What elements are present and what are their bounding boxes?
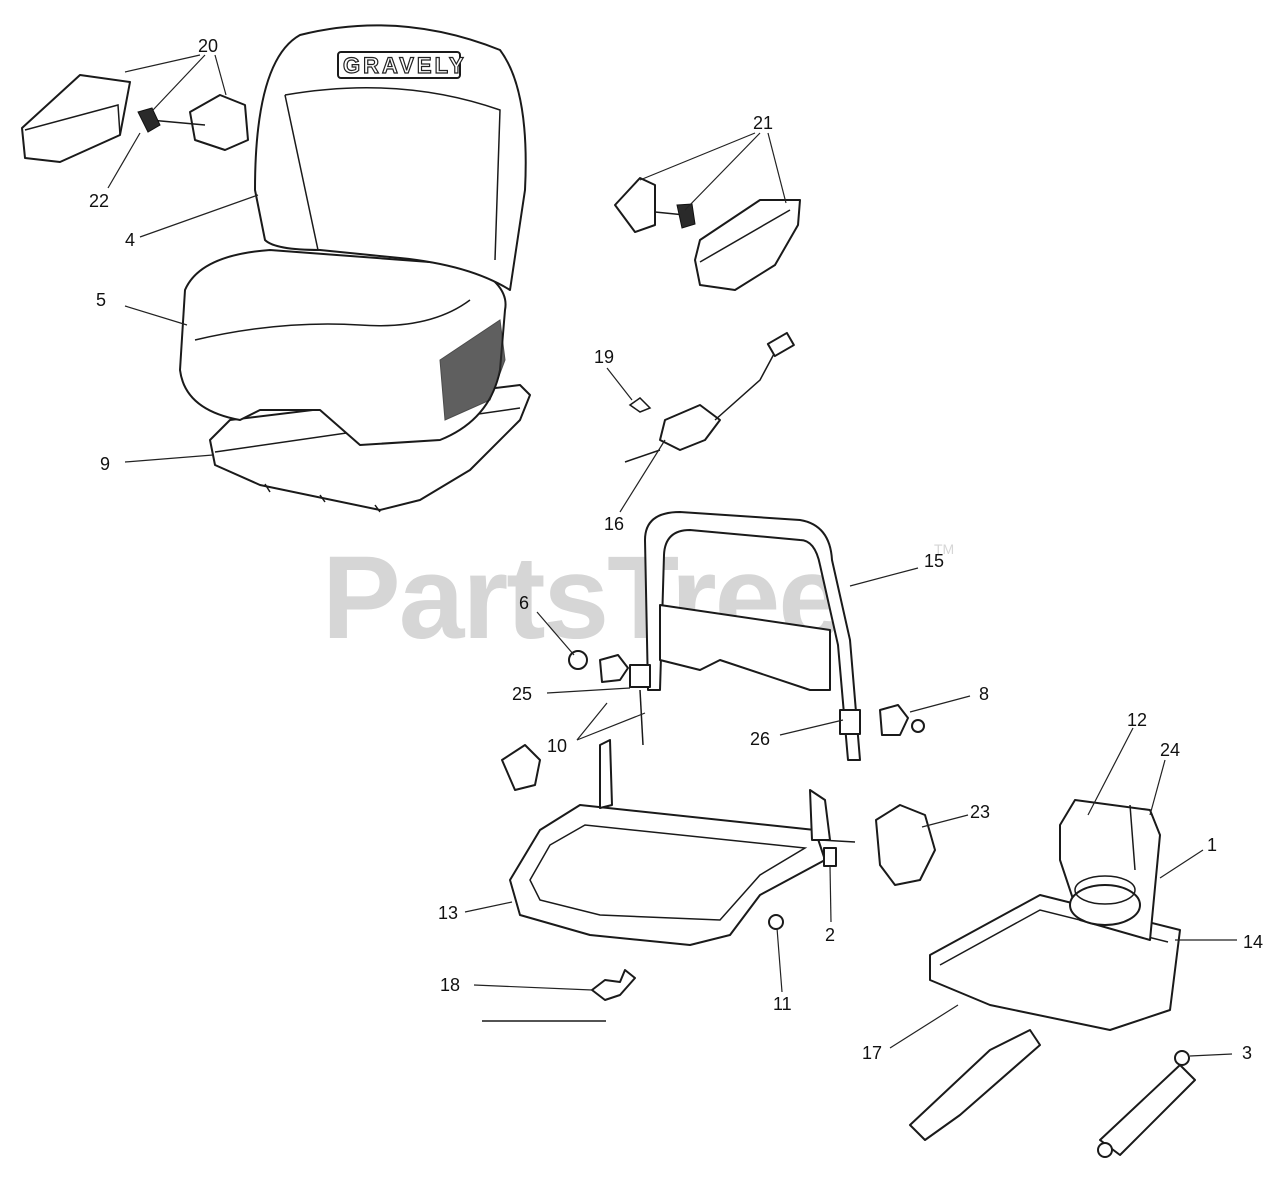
callout-23: 23 — [970, 802, 990, 822]
right-armrest — [614, 177, 801, 291]
callout-2: 2 — [825, 925, 835, 945]
watermark-trademark: TM — [934, 541, 954, 557]
callout-15: 15 — [924, 551, 944, 571]
callout-24: 24 — [1160, 740, 1180, 760]
callout-26: 26 — [750, 729, 770, 749]
callout-6: 6 — [519, 593, 529, 613]
callout-22: 22 — [89, 191, 109, 211]
rops-frame — [568, 511, 925, 761]
callout-3: 3 — [1242, 1043, 1252, 1063]
callout-9: 9 — [100, 454, 110, 474]
left-armrest-bracket — [189, 94, 249, 151]
left-armrest — [21, 74, 249, 163]
callout-11: 11 — [773, 994, 792, 1014]
wire-harness — [624, 331, 795, 463]
callout-16: 16 — [604, 514, 624, 534]
callout-17: 17 — [862, 1043, 882, 1063]
seat-base-frame — [501, 739, 936, 1001]
seat-side-mesh — [439, 319, 506, 421]
callout-21: 21 — [753, 113, 773, 133]
seat-brand-text: GRAVELY — [343, 53, 467, 78]
callout-labels: 20 22 4 5 9 21 19 16 15 6 25 10 8 26 12 … — [89, 36, 1263, 1063]
seat-brand-plate — [337, 51, 461, 79]
seat-assembly: GRAVELY — [179, 24, 531, 513]
callout-14: 14 — [1243, 932, 1263, 952]
callout-8: 8 — [979, 684, 989, 704]
seat-backrest — [254, 24, 527, 291]
callout-25: 25 — [512, 684, 532, 704]
callout-5: 5 — [96, 290, 106, 310]
callout-13: 13 — [438, 903, 458, 923]
callout-18: 18 — [440, 975, 460, 995]
callout-12: 12 — [1127, 710, 1147, 730]
seat-cushion — [179, 249, 507, 446]
callout-20: 20 — [198, 36, 218, 56]
callout-10: 10 — [547, 736, 567, 756]
callout-4: 4 — [125, 230, 135, 250]
suspension-assembly — [909, 799, 1196, 1158]
leader-lines — [107, 54, 1237, 1057]
callout-19: 19 — [594, 347, 614, 367]
callout-1: 1 — [1207, 835, 1217, 855]
